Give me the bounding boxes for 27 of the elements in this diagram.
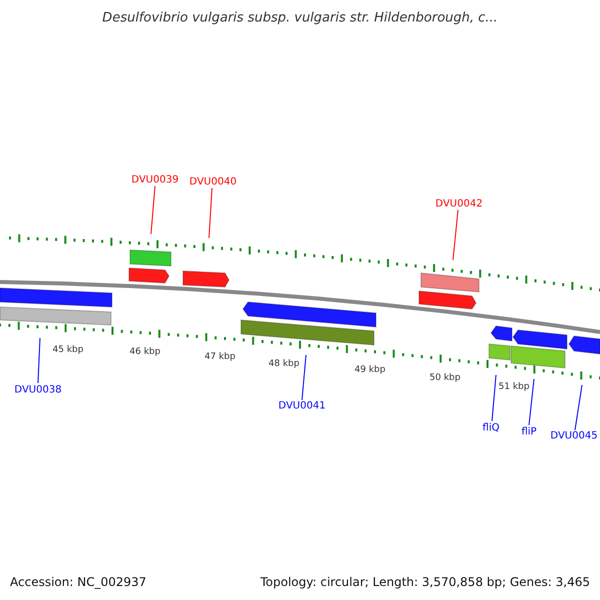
leader-line bbox=[528, 378, 534, 426]
genome-map-drawing bbox=[0, 234, 600, 380]
scale-label: 45 kbp bbox=[52, 345, 84, 355]
leader-line bbox=[492, 374, 496, 422]
diagram-title: Desulfovibrio vulgaris subsp. vulgaris str. Hildenborough, c... bbox=[102, 10, 498, 26]
genome-info-text: Topology: circular; Length: 3,570,858 bp; Genes: 3,465 bbox=[260, 575, 590, 589]
scale-label: 46 kbp bbox=[130, 347, 160, 357]
gene-label: DVU0041 bbox=[278, 400, 326, 412]
leader-line bbox=[38, 338, 40, 384]
scale-label: 49 kbp bbox=[354, 365, 386, 375]
gene-label: DVU0042 bbox=[435, 198, 483, 210]
gene-label: fliQ bbox=[482, 422, 500, 434]
accession-text: Accession: NC_002937 bbox=[10, 575, 146, 589]
leader-line bbox=[302, 354, 306, 400]
gene-label: DVU0045 bbox=[550, 430, 598, 442]
scale-label: 47 kbp bbox=[204, 352, 236, 362]
leader-line bbox=[208, 188, 212, 238]
leader-line bbox=[150, 186, 156, 234]
scale-label: 48 kbp bbox=[268, 359, 300, 369]
scale-label: 50 kbp bbox=[430, 373, 460, 383]
scale-label: 51 kbp bbox=[498, 382, 530, 392]
gene-label: DVU0038 bbox=[14, 384, 62, 396]
gene-label: DVU0040 bbox=[189, 176, 237, 188]
gene-label: fliP bbox=[521, 426, 537, 438]
leader-line bbox=[452, 210, 458, 260]
gene-label: DVU0039 bbox=[131, 174, 179, 186]
leader-line bbox=[574, 384, 582, 430]
